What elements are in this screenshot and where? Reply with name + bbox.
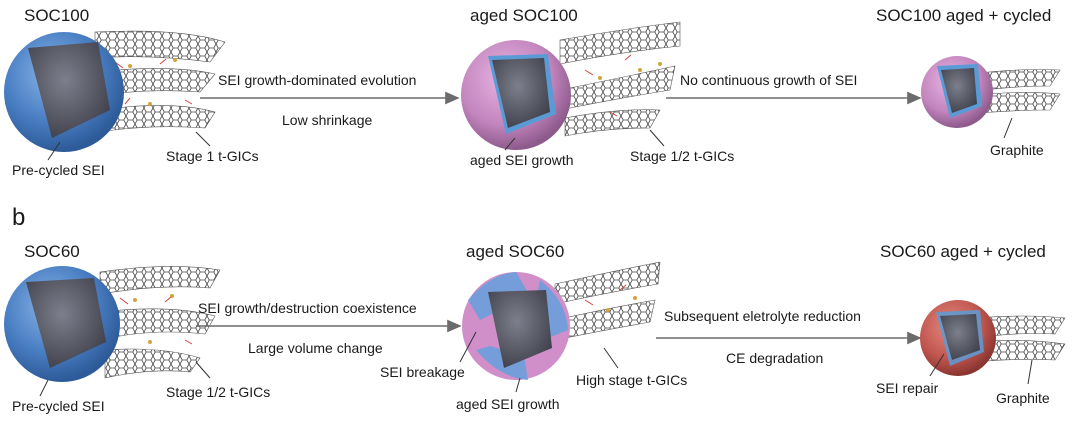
arrow-a1-bottom-text: Low shrinkage [282, 112, 373, 128]
particle-b1 [4, 266, 120, 382]
label-aged-sei-growth-b: aged SEI growth [456, 396, 560, 412]
particle-b2 [462, 272, 570, 380]
label-sei-breakage: SEI breakage [380, 364, 465, 380]
graphite-sheets-b2 [554, 261, 661, 341]
title-soc100-aged-cycled: SOC100 aged + cycled [876, 6, 1052, 25]
arrow-a1-top-text: SEI growth-dominated evolution [218, 72, 417, 88]
graphite-sheets-b1 [99, 266, 221, 379]
particle-a3 [921, 56, 993, 128]
particle-a2 [461, 40, 571, 150]
arrow-b2-bottom-text: CE degradation [726, 350, 824, 366]
title-soc100: SOC100 [24, 6, 90, 25]
particle-a1 [4, 32, 124, 152]
title-aged-soc60: aged SOC60 [466, 242, 565, 261]
arrow-b1-bottom-text: Large volume change [248, 340, 383, 356]
graphite-sheets-a2 [559, 21, 681, 137]
label-gic-a2: Stage 1/2 t-GICs [630, 148, 735, 164]
leader-lines-a [47, 117, 1013, 161]
panel-letter-b: b [12, 204, 26, 231]
label-gic-b2: High stage t-GICs [576, 372, 688, 388]
label-graphite-a: Graphite [990, 142, 1044, 158]
label-gic-b1: Stage 1/2 t-GICs [166, 384, 271, 400]
label-pre-cycled-sei-a: Pre-cycled SEI [12, 162, 105, 178]
label-aged-sei-growth-a: aged SEI growth [470, 152, 574, 168]
particle-b3 [920, 300, 996, 376]
title-soc60-aged-cycled: SOC60 aged + cycled [880, 242, 1046, 261]
label-graphite-b: Graphite [996, 390, 1050, 406]
arrow-b2-top-text: Subsequent eletrolyte reduction [664, 308, 861, 324]
label-pre-cycled-sei-b: Pre-cycled SEI [12, 398, 105, 414]
graphite-sheets-b3 [974, 315, 1066, 363]
leader-lines-b [39, 331, 1033, 397]
arrow-a2-top-text: No continuous growth of SEI [680, 72, 858, 88]
arrow-b1-top-text: SEI growth/destruction coexistence [198, 300, 417, 316]
title-soc60: SOC60 [24, 242, 80, 261]
label-gic-a1: Stage 1 t-GICs [166, 148, 259, 164]
title-aged-soc100: aged SOC100 [470, 6, 578, 25]
label-sei-repair: SEI repair [876, 380, 939, 396]
